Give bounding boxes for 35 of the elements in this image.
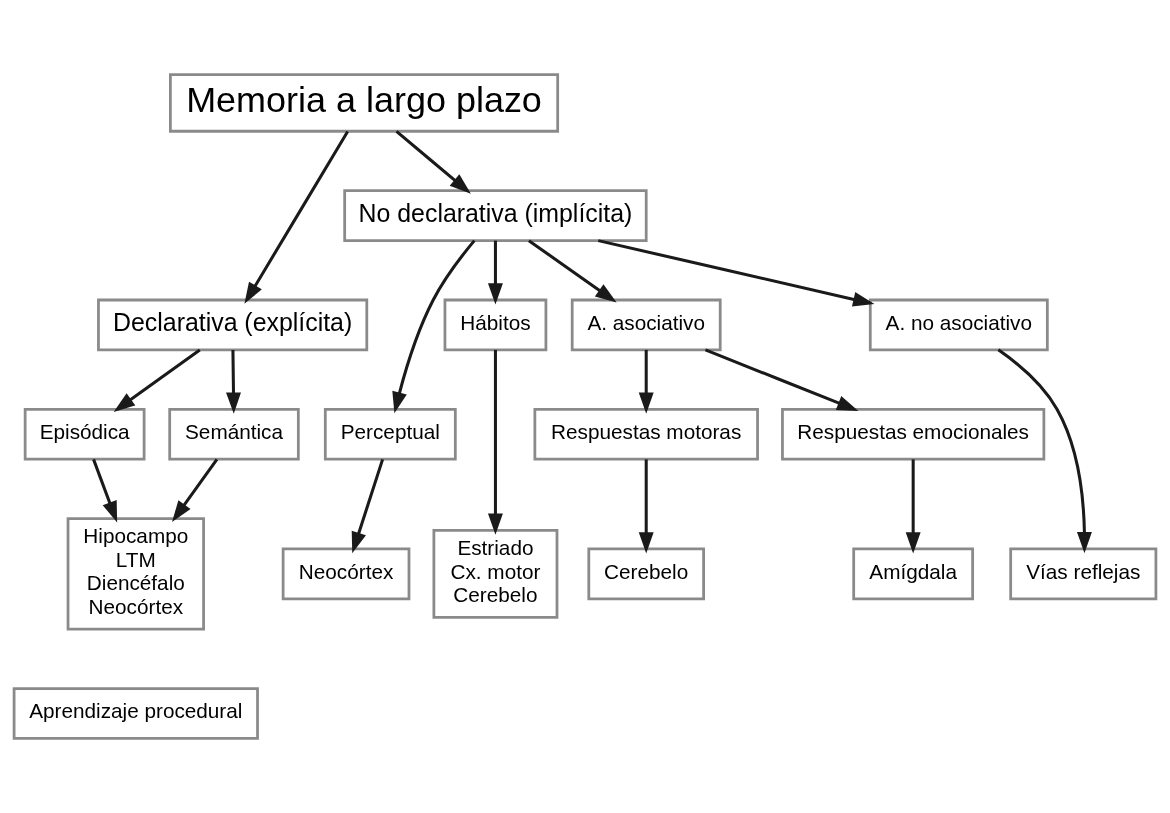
node-box: No declarativa (implícita) <box>343 189 648 242</box>
node-box: Perceptual <box>323 407 457 461</box>
arrow <box>351 458 385 554</box>
arrow <box>172 458 219 522</box>
arrow <box>92 458 118 523</box>
arrow <box>638 459 654 554</box>
arrow <box>392 239 476 414</box>
node-box: Semántica <box>168 407 300 461</box>
arrow <box>487 349 503 535</box>
arrow <box>395 130 471 194</box>
node-box: Respuestas motoras <box>533 407 759 461</box>
node-box: Vías reflejas <box>1009 547 1158 601</box>
node-box: Aprendizaje procedural <box>12 687 259 740</box>
node-box: Amígdala <box>852 547 975 601</box>
node-box: Respuestas emocionales <box>781 407 1046 461</box>
arrow <box>528 239 617 303</box>
arrow <box>597 239 875 307</box>
arrow <box>638 349 654 414</box>
node-box: Hipocampo LTM Diencéfalo Neocórtex <box>66 517 205 631</box>
node-box: A. no asociativo <box>868 298 1049 352</box>
arrow <box>244 130 349 304</box>
node-box: Cerebelo <box>587 547 705 601</box>
node-box: Declarativa (explícita) <box>97 298 369 352</box>
node-box: Hábitos <box>443 298 548 352</box>
arrow <box>113 348 201 412</box>
arrow <box>905 459 921 554</box>
arrow <box>704 348 859 411</box>
arrow <box>226 349 241 414</box>
node-box: Episódica <box>23 407 146 461</box>
node-box: Neocórtex <box>281 547 411 601</box>
node-box: Estriado Cx. motor Cerebelo <box>432 528 559 619</box>
node-box: A. asociativo <box>570 298 722 352</box>
arrow <box>487 240 503 305</box>
arrow <box>997 348 1092 554</box>
node-box: Memoria a largo plazo <box>169 73 560 133</box>
